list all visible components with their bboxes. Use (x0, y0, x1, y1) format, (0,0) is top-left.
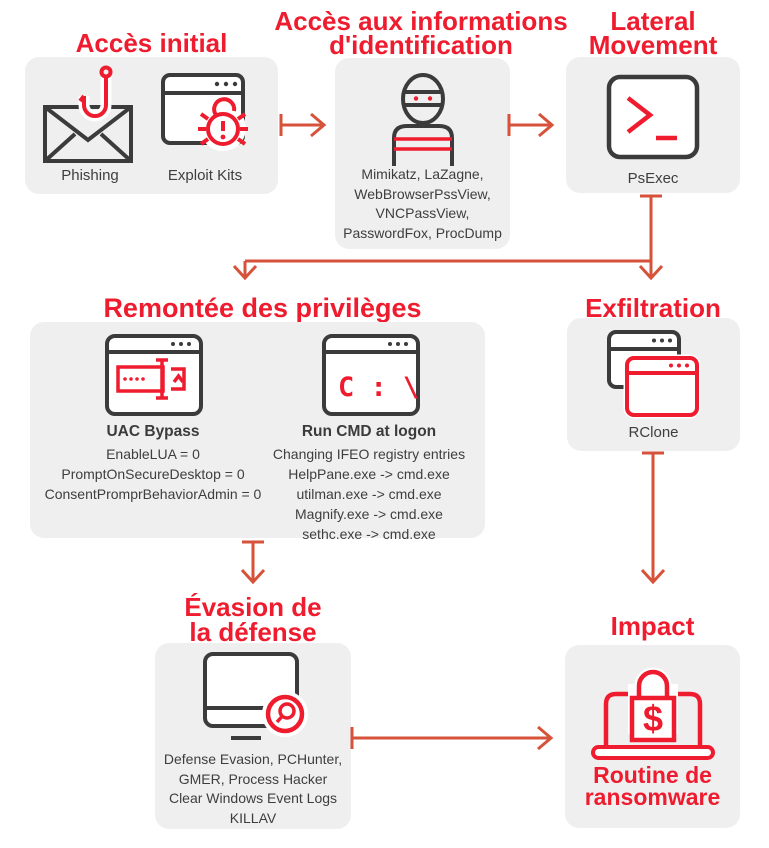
run-cmd-heading: Run CMD at logon (301, 423, 437, 440)
defense-evasion-line: KILLAV (229, 809, 277, 826)
defense-evasion-line: Clear Windows Event Logs (168, 790, 338, 806)
arrow-privilege-to-defense-evasion (240, 540, 266, 585)
run-cmd-line: HelpPane.exe -> cmd.exe (288, 466, 450, 482)
rclone-label: RClone (628, 424, 679, 441)
defense-evasion-line: Defense Evasion, PCHunter, (163, 751, 343, 767)
stage-title-defense-evasion-line2: la défense (189, 617, 317, 647)
defense-evasion-list: Defense Evasion, PCHunter, GMER, Process… (155, 750, 351, 828)
burglar-icon (391, 72, 455, 166)
stage-title-initial-access: Accès initial (75, 28, 228, 58)
uac-bypass-list: EnableLUA = 0 PromptOnSecureDesktop = 0 … (38, 444, 268, 504)
ransomware-routine-line1: Routine de (593, 762, 712, 788)
run-cmd-list: Changing IFEO registry entries HelpPane.… (249, 444, 489, 544)
defense-evasion-line: GMER, Process Hacker (178, 770, 328, 787)
phishing-envelope-hook-icon (42, 65, 138, 165)
window-cmd-icon: C : \ (322, 334, 420, 416)
phishing-label: Phishing (61, 167, 119, 184)
run-cmd-line: Changing IFEO registry entries (272, 446, 466, 462)
ransomware-routine-label: Routine de ransomware (565, 762, 740, 810)
stage-title-privilege-escalation: Remontée des privilèges (103, 293, 422, 323)
arrow-exfiltration-to-impact (640, 451, 666, 585)
monitor-magnifier-icon (197, 652, 309, 744)
arrow-defense-evasion-to-impact (350, 725, 554, 751)
overlapping-windows-icon (607, 330, 701, 419)
credential-tools-list: Mimikatz, LaZagne, WebBrowserPssView, VN… (335, 165, 510, 243)
run-cmd-line: sethc.exe -> cmd.exe (302, 526, 436, 542)
stage-title-exfiltration: Exfiltration (585, 293, 721, 323)
window-uac-slider-icon (105, 334, 203, 416)
uac-bypass-line: EnableLUA = 0 (106, 446, 200, 462)
credential-tools-line: PasswordFox, ProcDump (343, 224, 502, 241)
run-cmd-line: Magnify.exe -> cmd.exe (295, 506, 443, 522)
uac-bypass-line: ConsentPromprBehaviorAdmin = 0 (44, 486, 262, 502)
browser-bug-icon (160, 72, 252, 164)
ransomware-routine-line2: ransomware (584, 784, 721, 810)
stage-title-credential-access: Accès aux informations d'identification (261, 6, 581, 60)
stage-title-lateral-movement: Lateral Movement (566, 6, 740, 60)
arrow-credential-to-lateral (507, 112, 555, 138)
dollar-sign-glyph: $ (643, 698, 663, 739)
stage-title-defense-evasion: Évasion de la défense (155, 592, 351, 647)
stage-title-lateral-movement-line1: Lateral (610, 6, 696, 36)
stage-title-credential-access-line1: Accès aux informations (274, 6, 568, 36)
run-cmd-line: utilman.exe -> cmd.exe (296, 486, 442, 502)
terminal-prompt-icon (606, 74, 700, 160)
credential-tools-line: Mimikatz, LaZagne, (361, 166, 484, 182)
uac-bypass-heading: UAC Bypass (106, 423, 200, 440)
arrow-initial-to-credential (279, 112, 327, 138)
cmd-prompt-text: C : \ (338, 372, 419, 403)
stage-title-credential-access-line2: d'identification (329, 30, 513, 60)
stage-title-lateral-movement-line2: Movement (588, 30, 718, 60)
exploit-kits-label: Exploit Kits (167, 167, 243, 184)
laptop-ransom-lock-icon: $ (591, 658, 715, 762)
stage-card-credential-access (335, 58, 510, 249)
stage-title-defense-evasion-line1: Évasion de (184, 592, 322, 622)
credential-tools-line: VNCPassView, (375, 205, 470, 221)
psexec-label: PsExec (627, 170, 679, 187)
uac-bypass-line: PromptOnSecureDesktop = 0 (61, 466, 245, 482)
stage-title-impact: Impact (610, 611, 695, 641)
credential-tools-line: WebBrowserPssView, (354, 185, 491, 202)
